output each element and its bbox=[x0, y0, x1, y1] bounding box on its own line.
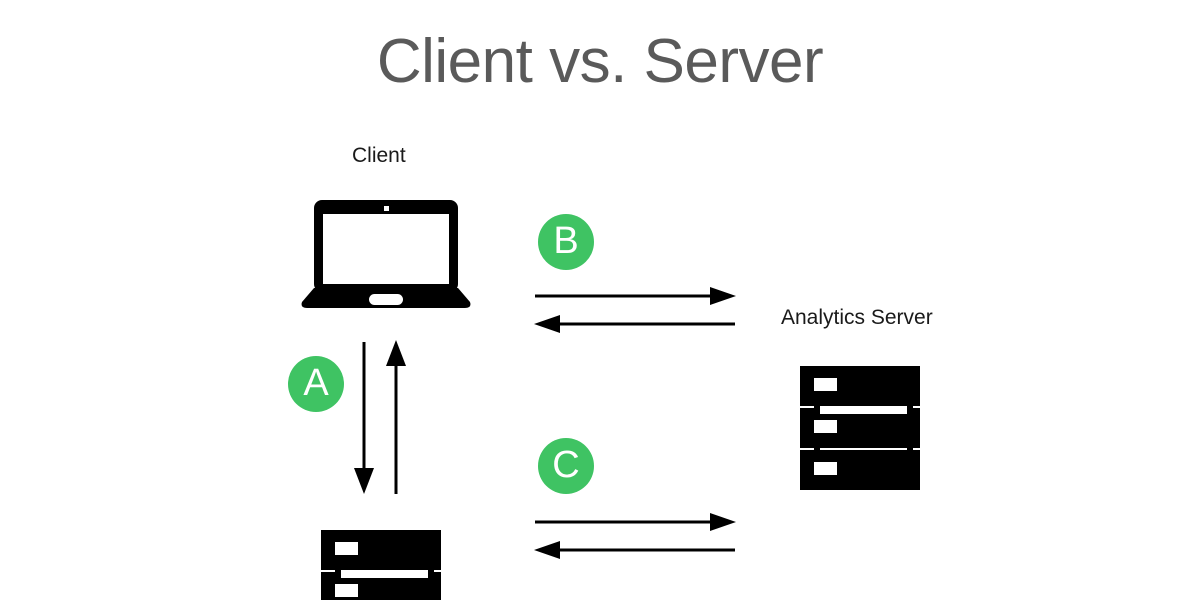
connector-a-arrows bbox=[352, 338, 412, 498]
laptop-icon bbox=[300, 198, 472, 310]
step-badge-b[interactable]: B bbox=[538, 214, 594, 270]
node-label-analytics-server: Analytics Server bbox=[781, 306, 933, 329]
step-badge-c[interactable]: C bbox=[538, 438, 594, 494]
server-rack-icon bbox=[797, 366, 923, 490]
node-label-client: Client bbox=[352, 144, 406, 167]
server-rack-icon-local bbox=[318, 530, 444, 600]
page-title: Client vs. Server bbox=[376, 27, 824, 96]
connector-c-arrows bbox=[530, 504, 742, 562]
connector-b-arrows bbox=[530, 278, 742, 336]
step-badge-a[interactable]: A bbox=[288, 356, 344, 412]
